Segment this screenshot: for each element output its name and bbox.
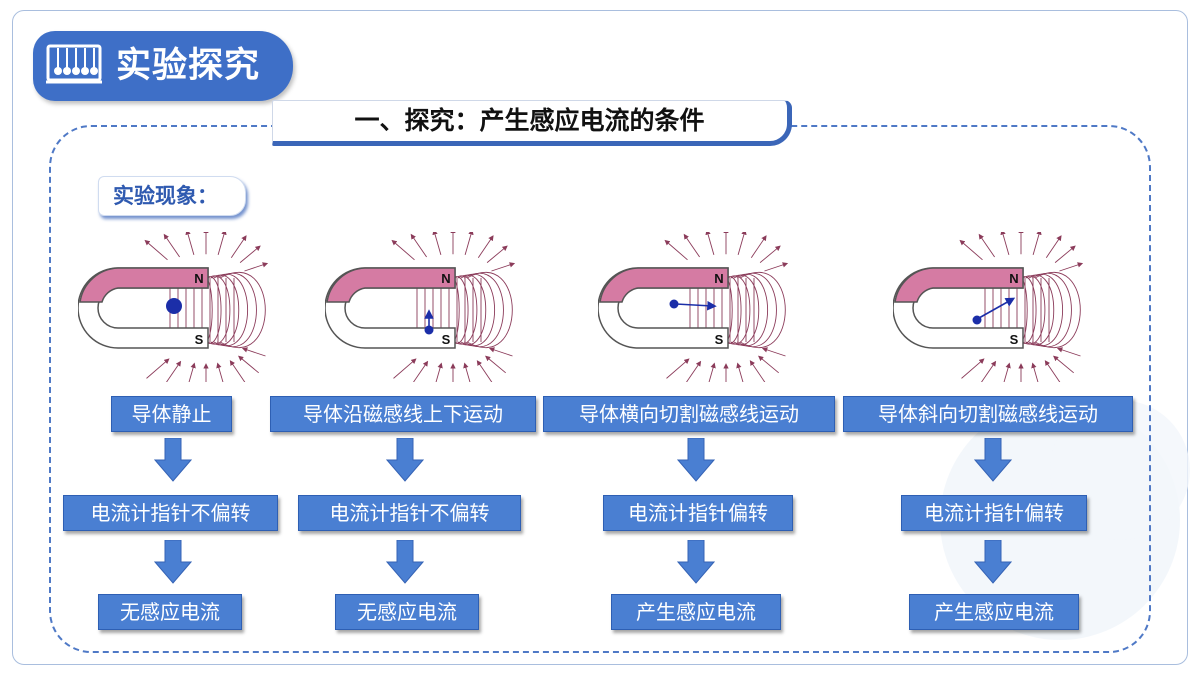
case-condition-box: 导体沿磁感线上下运动 [270, 396, 536, 432]
down-arrow-icon [154, 438, 192, 482]
conductor [424, 309, 434, 335]
pole-s-label: S [1010, 332, 1019, 347]
pole-s-label: S [715, 332, 724, 347]
case-result-box: 产生感应电流 [611, 594, 781, 630]
field-lines [144, 232, 268, 382]
case-condition-box: 导体横向切割磁感线运动 [543, 396, 835, 432]
pole-n-label: N [441, 271, 450, 286]
section-title: 一、探究：产生感应电流的条件 [354, 106, 705, 135]
pole-s-label: S [195, 332, 204, 347]
magnet-diagram: NS [325, 232, 515, 382]
case-meter-box: 电流计指针偏转 [901, 495, 1087, 531]
case-result-box: 无感应电流 [98, 594, 242, 630]
page-title: 实验探究 [116, 46, 261, 86]
section-tab [272, 100, 792, 146]
phenomenon-label: 实验现象： [98, 176, 246, 216]
down-arrow-icon [974, 438, 1012, 482]
case-result-box: 无感应电流 [335, 594, 479, 630]
pole-n-label: N [1009, 271, 1018, 286]
down-arrow-icon [677, 438, 715, 482]
down-arrow-icon [154, 540, 192, 584]
field-lines [959, 232, 1083, 382]
conductor [669, 299, 717, 311]
down-arrow-icon [386, 540, 424, 584]
magnet-diagram: NS [893, 232, 1083, 382]
pole-n-label: N [714, 271, 723, 286]
slide-frame [12, 10, 1188, 665]
pole-n-label: N [194, 271, 203, 286]
case-meter-box: 电流计指针不偏转 [63, 495, 278, 531]
pole-s-label: S [442, 332, 451, 347]
case-result-box: 产生感应电流 [909, 594, 1079, 630]
conductor [972, 297, 1016, 325]
newtons-cradle-icon [46, 44, 102, 84]
down-arrow-icon [677, 540, 715, 584]
down-arrow-icon [974, 540, 1012, 584]
field-lines [391, 232, 515, 382]
case-meter-box: 电流计指针不偏转 [298, 495, 521, 531]
conductor [166, 298, 182, 314]
case-condition-box: 导体斜向切割磁感线运动 [843, 396, 1133, 432]
magnet-diagram: NS [598, 232, 788, 382]
case-meter-box: 电流计指针偏转 [603, 495, 793, 531]
field-lines [664, 232, 788, 382]
case-condition-box: 导体静止 [111, 396, 232, 432]
magnet-diagram: NS [78, 232, 268, 382]
down-arrow-icon [386, 438, 424, 482]
